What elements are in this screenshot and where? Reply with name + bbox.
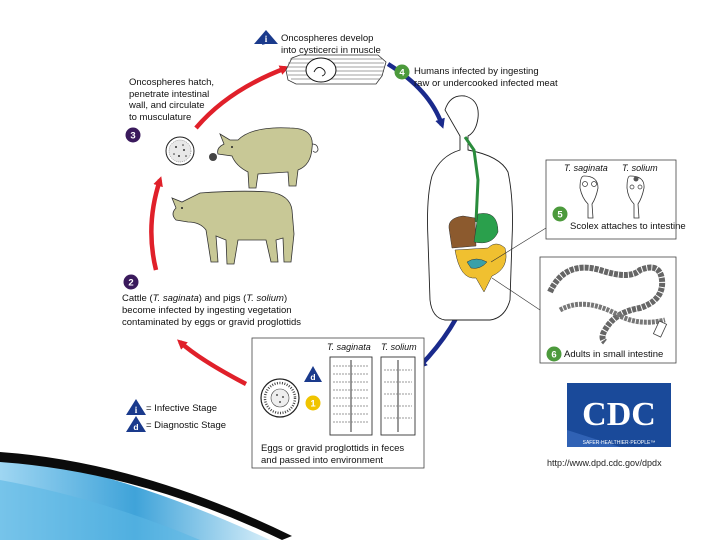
stage-5-caption: Scolex attaches to intestine bbox=[570, 221, 686, 232]
svg-text:2: 2 bbox=[128, 278, 133, 289]
svg-text:3: 3 bbox=[130, 131, 135, 142]
stage-4-badge: 4 bbox=[395, 65, 410, 80]
arrow-1-to-2 bbox=[180, 342, 246, 384]
svg-text:1: 1 bbox=[310, 399, 316, 410]
cow-illustration bbox=[172, 191, 294, 264]
svg-text:6: 6 bbox=[551, 350, 556, 361]
stage-2-label: Cattle (T. saginata) and pigs (T. solium… bbox=[122, 293, 301, 329]
decorative-swoosh bbox=[0, 452, 292, 540]
cysticerci-in-muscle-illustration bbox=[286, 55, 386, 84]
cdc-url-link[interactable]: http://www.dpd.cdc.gov/dpdx bbox=[547, 458, 662, 468]
legend-infective-label: = Infective Stage bbox=[146, 403, 217, 414]
oncosphere-illustration bbox=[166, 137, 194, 165]
proglottid-saginata-illustration bbox=[330, 357, 372, 435]
stage-5-badge: 5 bbox=[553, 207, 568, 222]
stage-3-label: Oncospheres hatch, penetrate intestinal … bbox=[129, 77, 214, 123]
human-illustration bbox=[428, 96, 513, 320]
eggs-species-b: T. solium bbox=[381, 342, 417, 352]
stage-6-caption: Adults in small intestine bbox=[564, 349, 663, 360]
svg-text:d: d bbox=[133, 422, 138, 432]
stage-3-badge: 3 bbox=[126, 128, 141, 143]
egg-illustration bbox=[261, 379, 299, 417]
eggs-species-a: T. saginata bbox=[327, 342, 371, 352]
svg-text:d: d bbox=[310, 372, 315, 382]
legend-diagnostic-label: = Diagnostic Stage bbox=[146, 420, 226, 431]
pig-illustration bbox=[218, 128, 318, 188]
proglottid-solium-illustration bbox=[381, 357, 415, 435]
stage-2-badge: 2 bbox=[124, 275, 139, 290]
legend-infective-symbol: i bbox=[126, 399, 146, 415]
cdc-logo: CDC SAFER·HEALTHIER·PEOPLE™ bbox=[567, 383, 671, 447]
infective-stage-marker: i bbox=[254, 30, 278, 45]
svg-text:4: 4 bbox=[399, 68, 405, 79]
legend-diagnostic-symbol: d bbox=[126, 416, 146, 432]
stage-1-badge: 1 bbox=[306, 396, 321, 411]
stage-6-badge: 6 bbox=[547, 347, 562, 362]
gray-dot bbox=[209, 153, 217, 161]
scolex-species-b: T. solium bbox=[622, 163, 658, 173]
svg-text:5: 5 bbox=[557, 210, 563, 221]
scolex-species-a: T. saginata bbox=[564, 163, 608, 173]
svg-text:SAFER·HEALTHIER·PEOPLE™: SAFER·HEALTHIER·PEOPLE™ bbox=[583, 440, 656, 446]
svg-text:CDC: CDC bbox=[582, 396, 656, 433]
arrow-2-to-3 bbox=[151, 180, 160, 270]
